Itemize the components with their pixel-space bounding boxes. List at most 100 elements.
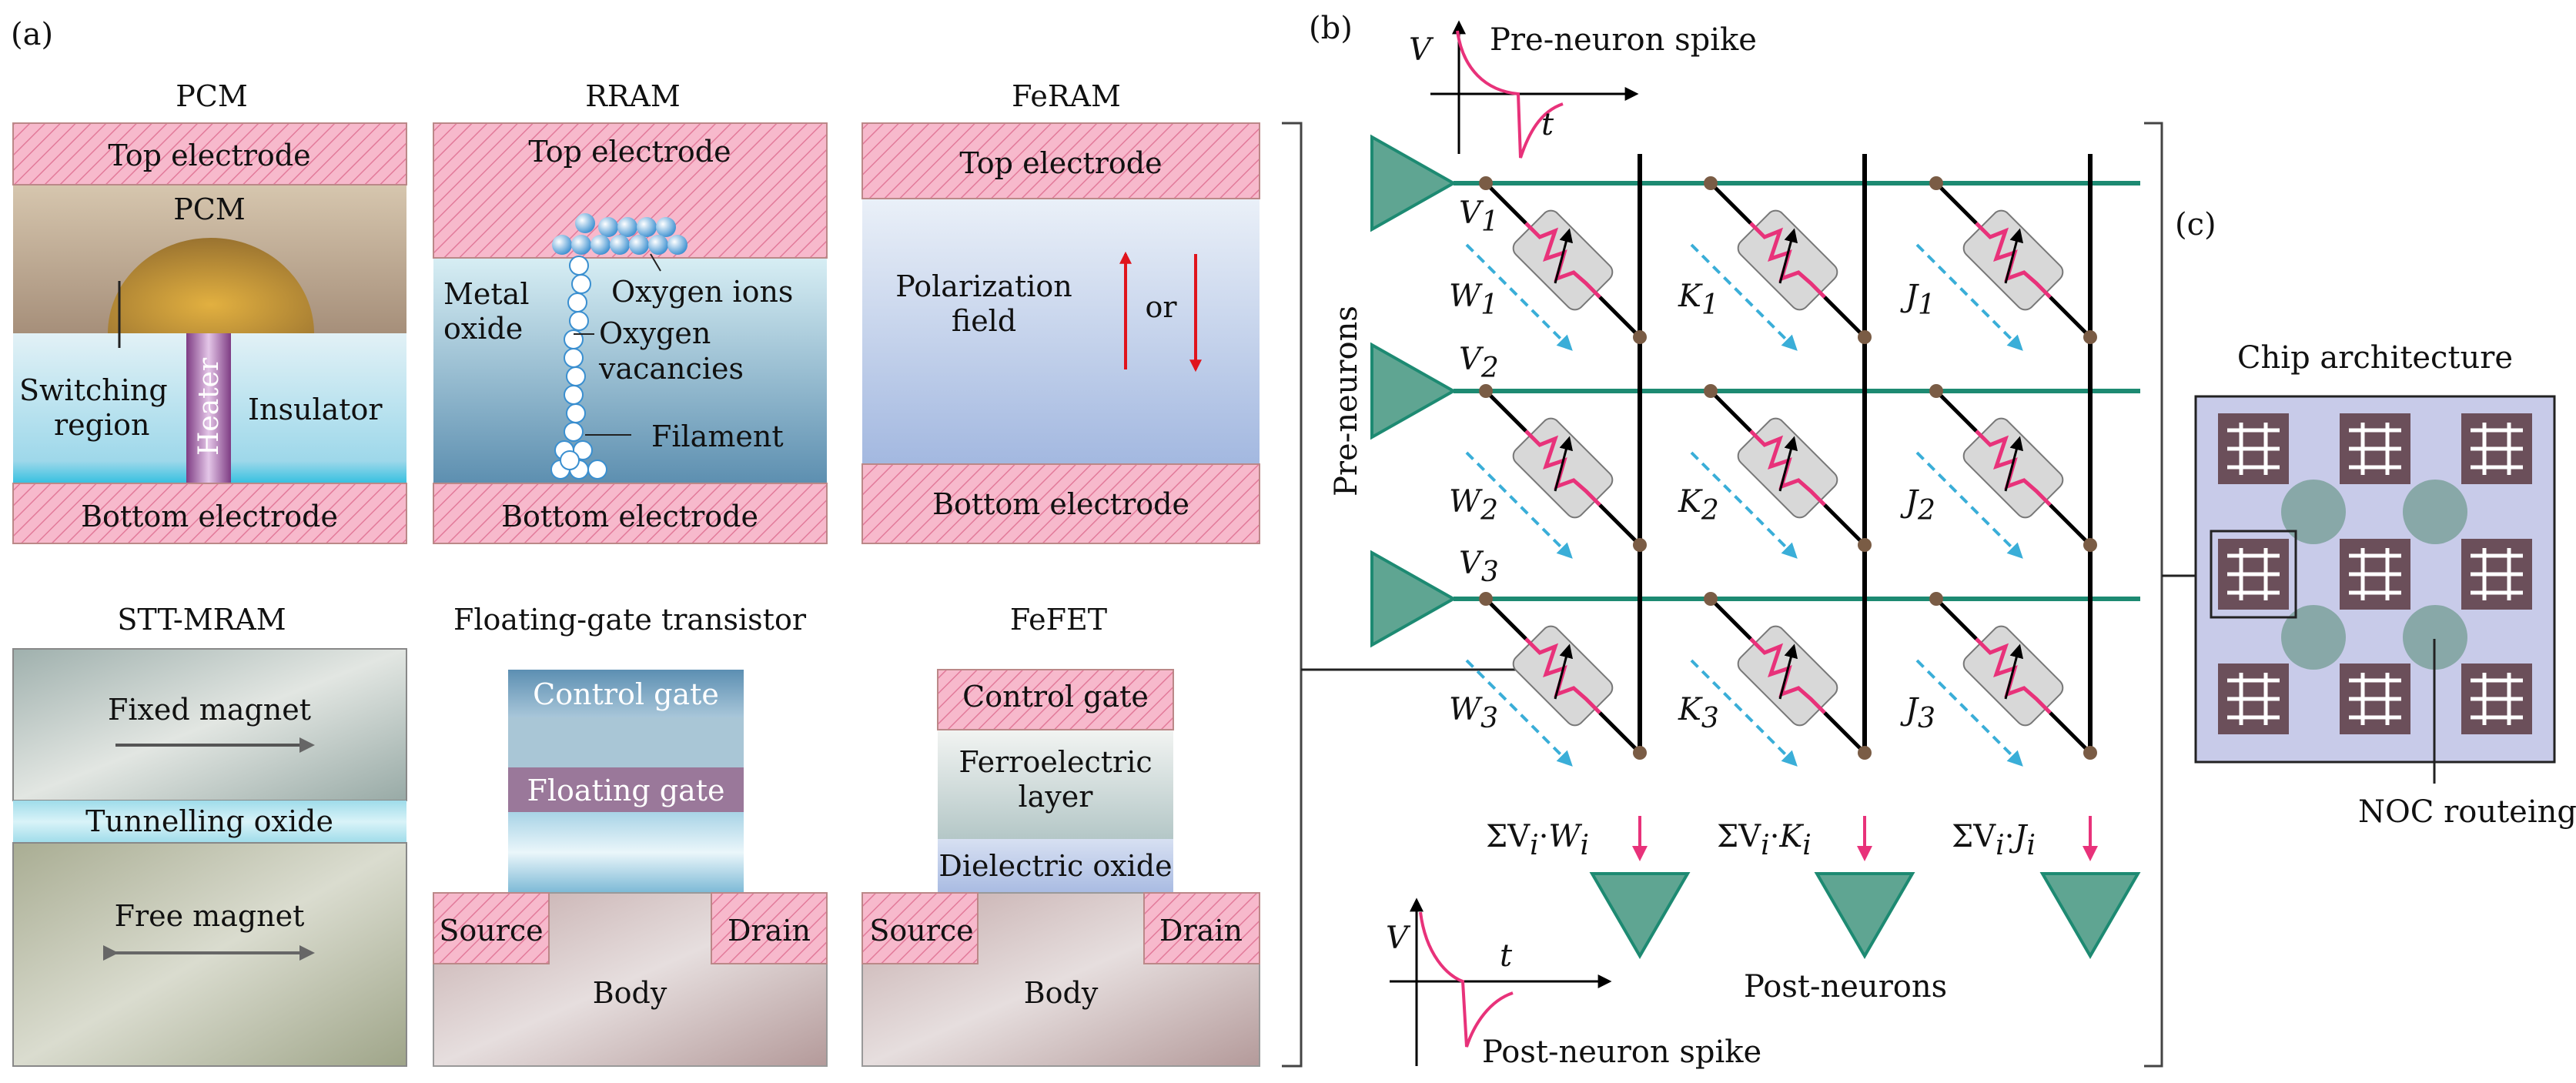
pre-neurons-label: Pre-neurons: [1329, 306, 1364, 496]
processing-core-4: [2218, 539, 2289, 610]
processing-core-9: [2461, 664, 2532, 734]
memristor-cell-r3-c1: [1465, 592, 1647, 767]
crossbar-panel: V t Pre-neuron spike Pre-neurons V1 V2 V…: [1282, 20, 2196, 1070]
feram-polarization-label-2: field: [952, 304, 1016, 338]
j-label-1: J1: [1900, 279, 1935, 321]
fefet-source-label: Source: [869, 914, 973, 948]
fefet-drain-label: Drain: [1159, 914, 1243, 948]
oxygen-ions: [552, 213, 687, 255]
fg-body-label: Body: [593, 976, 667, 1010]
pre-neuron-2: [1370, 342, 1457, 440]
feram-cell: FeRAM Top electrode Polarization field o…: [861, 79, 1260, 544]
w-label-2: W2: [1449, 484, 1498, 526]
post-neuron-3: [2039, 872, 2141, 959]
pcm-top-electrode: Top electrode: [108, 139, 310, 172]
post-neuron-spike-plot: V t Post-neuron spike: [1386, 897, 1761, 1070]
fg-source-label: Source: [439, 914, 543, 948]
post-spike-title: Post-neuron spike: [1482, 1035, 1761, 1070]
feram-top-electrode: Top electrode: [959, 146, 1162, 180]
chip-architecture: Chip architecture NOC routeing: [2194, 340, 2576, 830]
processing-core-6: [2461, 539, 2532, 610]
noc-label: NOC routeing: [2358, 794, 2576, 830]
post-neuron-2: [1814, 872, 1915, 959]
pcm-switching-label-1: Switching: [19, 373, 168, 407]
fefet-body-label: Body: [1024, 976, 1099, 1010]
fg-floating-gate-label: Floating gate: [527, 774, 724, 807]
feram-polarization-label-1: Polarization: [895, 269, 1072, 303]
feram-title: FeRAM: [1012, 79, 1121, 113]
fefet-control-gate-label: Control gate: [962, 680, 1149, 714]
v-label-2: V2: [1459, 342, 1499, 384]
memristor-array: [1465, 176, 2097, 767]
left-bracket: [1282, 122, 1303, 1068]
feram-or-label: or: [1145, 290, 1177, 324]
stt-tunnelling-label: Tunnelling oxide: [85, 804, 333, 838]
rram-top-electrode: Top electrode: [528, 135, 731, 169]
floating-gate-transistor: Floating-gate transistor Control gate Fl…: [433, 603, 828, 1067]
noc-router-4: [2403, 605, 2467, 670]
k-label-1: K1: [1678, 279, 1719, 321]
pre-axis-v: V: [1409, 32, 1434, 68]
memristor-cell-r1-c1: [1465, 176, 1647, 351]
j-label-2: J2: [1900, 484, 1935, 526]
post-neuron-1: [1589, 872, 1691, 959]
fefet-title: FeFET: [1010, 603, 1107, 637]
sum-label-j: ΣVi·Ji: [1952, 819, 2036, 861]
pre-neuron-1: [1370, 134, 1457, 232]
pre-spike-title: Pre-neuron spike: [1490, 22, 1757, 58]
pre-axis-t: t: [1541, 107, 1554, 142]
right-bracket: [2144, 122, 2163, 1068]
processing-core-7: [2218, 664, 2289, 734]
oxygen-vacancies: [550, 256, 607, 480]
highlighted-core: [2210, 530, 2297, 619]
pcm-layer-label: PCM: [173, 192, 246, 226]
w-label-3: W3: [1449, 692, 1498, 734]
processing-core-1: [2218, 413, 2289, 484]
noc-router-3: [2281, 605, 2346, 670]
j-label-3: J3: [1900, 692, 1935, 734]
k-label-3: K3: [1678, 692, 1719, 734]
pcm-insulator-label: Insulator: [248, 393, 383, 426]
processing-core-8: [2340, 664, 2410, 734]
chip-title: Chip architecture: [2237, 340, 2513, 376]
rram-bottom-electrode: Bottom electrode: [501, 500, 758, 533]
pcm-cell: PCM Top electrode PCM Switching region H…: [12, 79, 407, 544]
pre-neuron-spike-plot: V t Pre-neuron spike: [1409, 20, 1757, 159]
pcm-bottom-electrode: Bottom electrode: [81, 500, 338, 533]
processing-core-2: [2340, 413, 2410, 484]
rram-vacancies-label-1: Oxygen: [599, 316, 711, 350]
noc-router-1: [2281, 480, 2346, 544]
fg-control-gate-label: Control gate: [533, 677, 719, 711]
fg-drain-label: Drain: [728, 914, 811, 948]
stt-mram-cell: STT-MRAM Fixed magnet Tunnelling oxide F…: [12, 603, 407, 1067]
processing-core-5: [2340, 539, 2410, 610]
v-label-3: V3: [1459, 546, 1499, 588]
rram-oxygen-ions-label: Oxygen ions: [611, 275, 793, 309]
rram-filament-label: Filament: [651, 419, 784, 453]
rram-cell: RRAM Top electrode Oxygen ions Metal oxi…: [433, 79, 828, 544]
v-label-1: V1: [1459, 196, 1499, 238]
stt-free-label: Free magnet: [115, 899, 305, 933]
post-axis-t: t: [1500, 938, 1513, 974]
pcm-switching-label-2: region: [54, 408, 149, 442]
fefet-ferro-label-1: Ferroelectric: [958, 745, 1152, 779]
chip-cores: [2218, 413, 2532, 734]
pcm-title: PCM: [176, 79, 248, 113]
memristor-cell-r3-c3: [1915, 592, 2097, 767]
memristor-cell-r2-c3: [1915, 384, 2097, 559]
panel-label-b: (b): [1309, 11, 1353, 46]
panel-label-c: (c): [2175, 207, 2216, 242]
post-axis-v: V: [1386, 921, 1411, 956]
post-neurons-label: Post-neurons: [1744, 969, 1947, 1004]
memristor-cell-r2-c1: [1465, 384, 1647, 559]
k-label-2: K2: [1678, 484, 1719, 526]
memristor-cell-r3-c2: [1690, 592, 1872, 767]
memristor-cell-r1-c3: [1915, 176, 2097, 351]
memristor-cell-r2-c2: [1690, 384, 1872, 559]
pcm-heater-label: Heater: [193, 357, 225, 456]
stt-title: STT-MRAM: [117, 603, 286, 637]
rram-vacancies-label-2: vacancies: [598, 352, 744, 386]
panel-label-a: (a): [11, 17, 53, 52]
sum-label-w: ΣVi·Wi: [1486, 819, 1589, 861]
